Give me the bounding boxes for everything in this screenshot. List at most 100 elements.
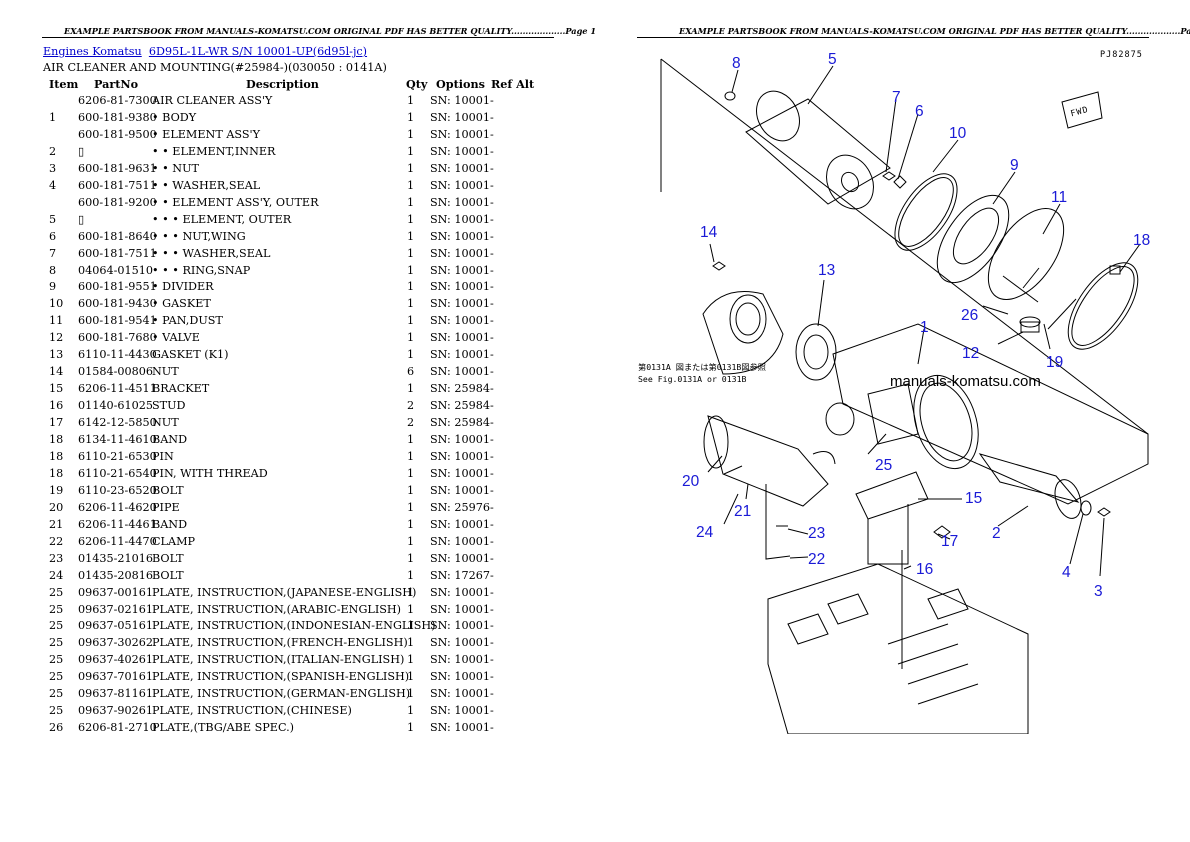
breadcrumb-link-model[interactable]: 6D95L-1L-WR S/N 10001-UP(6d95l-jc)	[148, 45, 368, 58]
partno-cell[interactable]: 6206-11-4620	[78, 500, 157, 514]
partno-cell[interactable]: 01140-61025	[78, 399, 153, 413]
options-cell: SN: 10001-	[430, 365, 494, 379]
partno-cell[interactable]: 6110-21-6530	[78, 449, 157, 463]
description-cell: • ELEMENT ASS'Y	[152, 127, 261, 141]
item-cell: 18	[49, 466, 64, 480]
callout-7: 7	[892, 89, 901, 106]
qty-cell: 1	[407, 483, 415, 497]
air-cleaner-body-part	[825, 323, 1149, 505]
col-header-ref-alt: Ref Alt	[491, 77, 535, 91]
item-cell: 25	[49, 602, 64, 616]
qty-cell: 1	[407, 449, 415, 463]
options-cell: SN: 10001-	[430, 178, 494, 192]
partno-cell[interactable]: 09637-90261	[78, 704, 153, 718]
callout-14: 14	[700, 224, 718, 241]
qty-cell: 1	[407, 500, 415, 514]
description-cell: AIR CLEANER ASS'Y	[152, 94, 273, 107]
partno-cell[interactable]: 600-181-9631	[78, 161, 157, 175]
callout-13: 13	[818, 262, 835, 279]
partno-cell[interactable]: 6110-11-4430	[78, 348, 157, 362]
partno-cell[interactable]: 600-181-9200	[78, 195, 157, 209]
partno-cell[interactable]: 600-181-9541	[78, 314, 157, 328]
valve-part	[1019, 316, 1041, 333]
breadcrumb-link-engines[interactable]: Engines Komatsu	[43, 45, 142, 58]
options-cell: SN: 10001-	[430, 161, 494, 175]
partno-cell[interactable]: 09637-30262	[78, 636, 153, 650]
description-cell: BOLT	[152, 483, 184, 497]
callout-10: 10	[949, 125, 967, 142]
partno-cell[interactable]: 01584-00806	[78, 365, 153, 379]
description-cell: BAND	[152, 517, 188, 531]
partno-cell[interactable]: ▯	[78, 144, 85, 158]
options-cell: SN: 25976-	[430, 500, 494, 514]
partno-cell[interactable]: 600-181-7511	[78, 178, 157, 192]
item-cell: 25	[49, 670, 64, 684]
partno-cell[interactable]: 6206-81-2710	[78, 721, 157, 735]
description-cell: NUT	[152, 365, 179, 379]
description-cell: PLATE, INSTRUCTION,(CHINESE)	[152, 704, 352, 718]
partno-cell[interactable]: 6142-12-5850	[78, 416, 157, 430]
partno-cell[interactable]: 600-181-9551	[78, 280, 157, 294]
options-cell: SN: 10001-	[430, 551, 494, 565]
partno-cell[interactable]: 09637-70161	[78, 670, 153, 684]
partno-cell[interactable]: 09637-05161	[78, 619, 153, 633]
header-divider-right	[637, 37, 1149, 38]
qty-cell: 1	[407, 94, 415, 107]
item-cell: 25	[49, 653, 64, 667]
callout-23: 23	[808, 525, 825, 542]
partno-cell[interactable]: 01435-20816	[78, 568, 153, 582]
item-cell: 2	[49, 144, 57, 158]
partno-cell[interactable]: 09637-40261	[78, 653, 153, 667]
qty-cell: 1	[407, 110, 415, 124]
qty-cell: 1	[407, 517, 415, 531]
partno-cell[interactable]: 09637-00161	[78, 585, 153, 599]
partno-cell[interactable]: 6110-21-6540	[78, 466, 157, 480]
partno-cell[interactable]: 09637-81161	[78, 687, 153, 701]
partno-cell[interactable]: 600-181-9500	[78, 127, 157, 141]
item-cell: 11	[49, 314, 64, 328]
qty-cell: 6	[407, 365, 415, 379]
item-cell: 18	[49, 433, 64, 446]
options-cell: SN: 10001-	[430, 433, 494, 446]
partno-cell[interactable]: 600-181-8640	[78, 229, 157, 243]
partno-cell[interactable]: 09637-02161	[78, 602, 153, 616]
partno-cell[interactable]: 600-181-9380	[78, 110, 157, 124]
partno-cell[interactable]: 600-181-9430	[78, 297, 157, 311]
partno-cell[interactable]: 04064-01510	[78, 263, 153, 277]
item-cell: 19	[49, 483, 64, 497]
partno-cell[interactable]: 6206-81-7300	[78, 94, 157, 107]
partno-cell[interactable]: 6134-11-4610	[78, 433, 157, 446]
qty-cell: 1	[407, 602, 415, 616]
partno-cell[interactable]: 600-181-7680	[78, 331, 157, 345]
dust-pan-part	[987, 207, 1065, 303]
item-cell: 7	[49, 246, 57, 260]
partno-cell[interactable]: ▯	[78, 212, 85, 226]
partno-cell[interactable]: 6206-11-4461	[78, 517, 157, 531]
description-cell: • PAN,DUST	[152, 314, 223, 328]
partno-cell[interactable]: 600-181-7511	[78, 246, 157, 260]
item-cell: 13	[49, 348, 64, 362]
partno-cell[interactable]: 01435-21016	[78, 551, 153, 565]
item-cell: 25	[49, 619, 64, 633]
partno-cell[interactable]: 6110-23-6520	[78, 483, 157, 497]
partno-cell[interactable]: 6206-11-4470	[78, 534, 157, 548]
callout-20: 20	[682, 473, 700, 490]
callout-16: 16	[916, 561, 933, 578]
callout-19: 19	[1046, 354, 1063, 371]
qty-cell: 1	[407, 263, 415, 277]
col-header-qty: Qty	[406, 77, 428, 91]
partno-cell[interactable]: 6206-11-4511	[78, 382, 157, 396]
item-cell: 25	[49, 636, 64, 650]
qty-cell: 1	[407, 229, 415, 243]
description-cell: PIPE	[152, 500, 180, 514]
description-cell: • • NUT	[152, 161, 199, 175]
item-cell: 8	[49, 263, 57, 277]
